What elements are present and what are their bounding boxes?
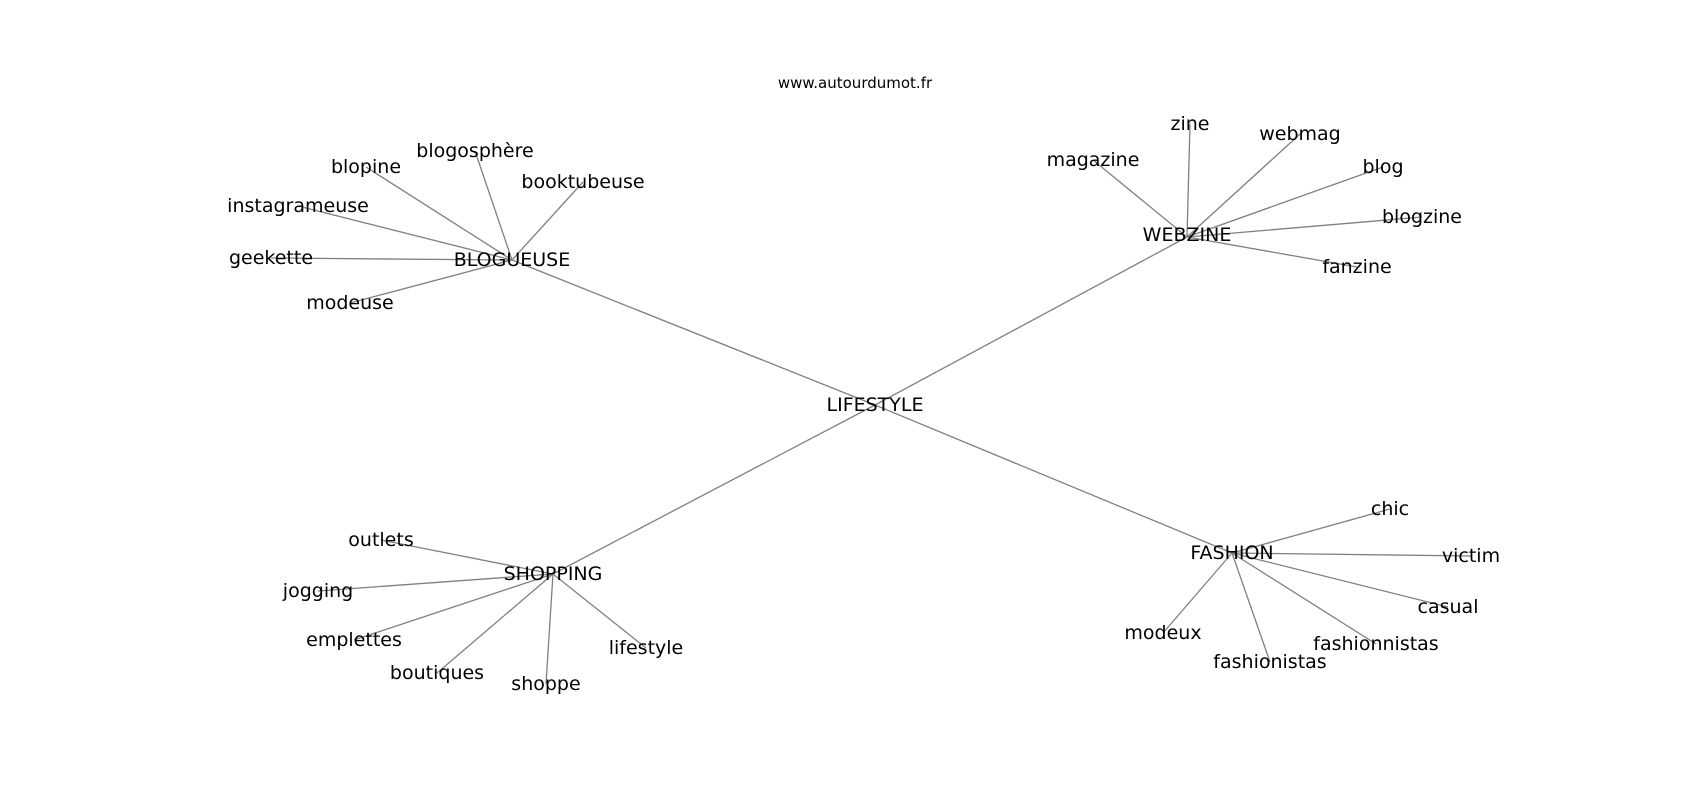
node-word: modeux [1124, 622, 1201, 644]
edge-shopping-4 [545, 573, 554, 685]
node-word: blogzine [1382, 206, 1462, 228]
edge-blogueuse-0 [365, 166, 513, 261]
edge-fashion-2 [1231, 552, 1449, 608]
edges-layer [270, 123, 1472, 685]
labels-layer: LIFESTYLE BLOGUEUSE blopine blogosphère book… [227, 113, 1500, 695]
edge-blogueuse-3 [297, 205, 513, 261]
edge-blogueuse-5 [349, 259, 513, 304]
node-word: instagrameuse [227, 195, 369, 217]
node-word: webmag [1259, 123, 1341, 145]
edge-root-webzine [874, 236, 1188, 406]
node-hub: BLOGUEUSE [454, 249, 571, 271]
edge-fashion-4 [1231, 552, 1271, 663]
edge-blogueuse-2 [511, 181, 584, 261]
node-word: lifestyle [609, 637, 684, 659]
node-word: fanzine [1322, 256, 1391, 278]
edge-shopping-5 [552, 573, 647, 649]
node-hub: WEBZINE [1143, 224, 1232, 246]
edge-blogueuse-1 [474, 150, 513, 261]
node-word: fashionistas [1213, 651, 1326, 673]
node-word: casual [1418, 596, 1479, 618]
edge-blogueuse-4 [270, 257, 513, 261]
edge-webzine-2 [1186, 133, 1301, 238]
node-word: blopine [331, 156, 401, 178]
edge-fashion-3 [1231, 552, 1377, 645]
node-root: LIFESTYLE [827, 394, 924, 416]
edge-webzine-5 [1186, 236, 1358, 268]
edge-shopping-3 [436, 573, 554, 674]
node-word: booktubeuse [521, 171, 644, 193]
edge-shopping-2 [353, 573, 554, 641]
node-word: fashionnistas [1313, 633, 1438, 655]
node-word: emplettes [306, 629, 402, 651]
edge-fashion-1 [1231, 552, 1472, 557]
edge-root-shopping [552, 404, 876, 575]
node-word: boutiques [390, 662, 484, 684]
node-word: jogging [282, 580, 353, 602]
edge-shopping-0 [380, 539, 554, 575]
edge-shopping-1 [317, 573, 554, 592]
node-word: shoppe [511, 673, 580, 695]
edge-webzine-0 [1092, 159, 1188, 238]
edge-webzine-4 [1186, 216, 1423, 238]
node-word: victim [1442, 545, 1500, 567]
node-word: chic [1371, 498, 1409, 520]
edge-root-blogueuse [511, 259, 876, 406]
site-title: www.autourdumot.fr [778, 74, 933, 92]
node-word: magazine [1047, 149, 1140, 171]
node-word: geekette [229, 247, 313, 269]
node-word: modeuse [306, 292, 394, 314]
node-hub: FASHION [1190, 542, 1273, 564]
edge-fashion-5 [1162, 552, 1233, 634]
node-word: blogosphère [416, 140, 533, 162]
node-hub: SHOPPING [504, 563, 603, 585]
node-word: zine [1171, 113, 1210, 135]
edge-webzine-3 [1186, 166, 1384, 238]
edge-fashion-0 [1231, 508, 1391, 554]
node-word: outlets [348, 529, 413, 551]
edge-root-fashion [874, 404, 1233, 554]
edge-webzine-1 [1186, 123, 1191, 238]
node-word: blog [1362, 156, 1403, 178]
